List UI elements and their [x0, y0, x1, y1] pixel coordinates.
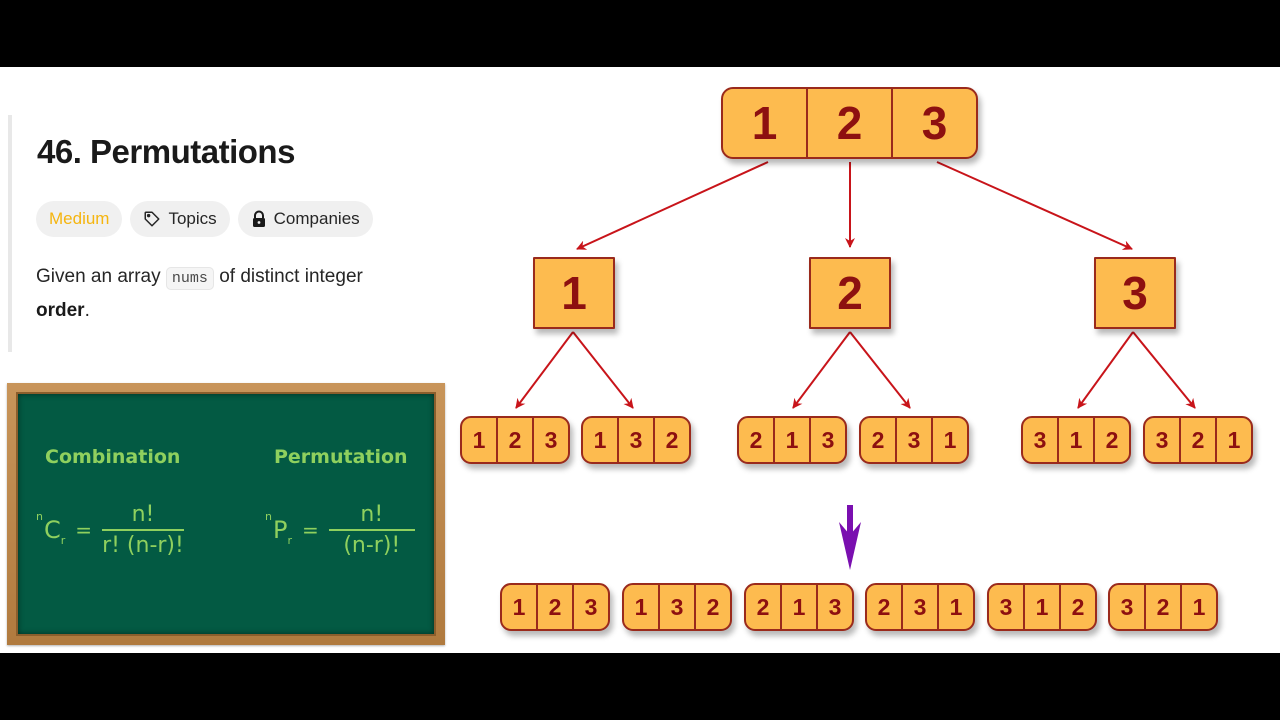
- topics-label: Topics: [168, 209, 217, 228]
- difficulty-badge[interactable]: Medium: [36, 201, 123, 237]
- cell: 2: [1144, 585, 1180, 629]
- level1-node: 2: [809, 257, 891, 329]
- problem-tags: Medium Topics Companies: [36, 201, 373, 237]
- fraction-bar: [102, 529, 184, 531]
- cell: 3: [1120, 593, 1134, 620]
- equals-sign: =: [75, 518, 93, 542]
- cell: 3: [901, 585, 937, 629]
- cell: 2: [1179, 418, 1215, 462]
- down-arrow-icon: [839, 505, 861, 570]
- cell: 3: [617, 418, 653, 462]
- cell: 2: [1093, 418, 1129, 462]
- level1-node: 3: [1094, 257, 1176, 329]
- problem-panel: 46. Permutations Medium Topics Companies…: [8, 115, 438, 352]
- cell: 3: [809, 418, 845, 462]
- cell: 1: [593, 426, 607, 453]
- companies-button[interactable]: Companies: [237, 201, 373, 237]
- cell: 2: [694, 585, 730, 629]
- code-nums: nums: [165, 267, 214, 290]
- cell: 3: [572, 585, 608, 629]
- cell: 1: [931, 418, 967, 462]
- companies-label: Companies: [273, 209, 360, 228]
- fraction-bar: [328, 529, 415, 531]
- root-array-node: 1 2 3: [721, 87, 978, 159]
- problem-title: 46. Permutations: [37, 133, 295, 170]
- cell: 1: [780, 585, 816, 629]
- cell: 2: [871, 426, 885, 453]
- cell: 3: [895, 418, 931, 462]
- difficulty-label: Medium: [49, 209, 110, 228]
- root-cell: 2: [806, 89, 891, 157]
- topics-button[interactable]: Topics: [130, 201, 230, 237]
- tag-icon: [143, 210, 161, 228]
- cell: 1: [1023, 585, 1059, 629]
- root-cell: 1: [751, 97, 778, 149]
- combination-heading: Combination: [45, 446, 181, 468]
- cell: 1: [937, 585, 973, 629]
- lock-icon: [251, 210, 267, 228]
- node-value: 3: [1122, 267, 1148, 319]
- description-text: Given an array: [36, 266, 166, 287]
- node-value: 2: [837, 267, 863, 319]
- cell: 3: [532, 418, 568, 462]
- permutation-heading: Permutation: [274, 446, 408, 468]
- cell: 3: [999, 593, 1013, 620]
- cell: 1: [1057, 418, 1093, 462]
- denominator: (n-r)!: [343, 533, 401, 558]
- cell: 2: [536, 585, 572, 629]
- tree-arrows: [515, 161, 1196, 570]
- cell: 3: [1033, 426, 1047, 453]
- cell: 3: [1155, 426, 1169, 453]
- problem-description: Given an array nums of distinct integer …: [36, 261, 438, 327]
- description-text: of distinct integer: [213, 266, 363, 287]
- video-frame: 46. Permutations Medium Topics Companies…: [0, 67, 1280, 653]
- cell: 2: [653, 418, 689, 462]
- description-text: .: [84, 300, 90, 321]
- root-cell: 3: [891, 89, 976, 157]
- equals-sign: =: [302, 518, 319, 542]
- combination-fraction: n! r! (n-r)!: [102, 502, 184, 558]
- denominator: r! (n-r)!: [102, 533, 184, 558]
- cell: 2: [496, 418, 532, 462]
- cell: 3: [816, 585, 852, 629]
- cell: 1: [1180, 585, 1216, 629]
- cell: 2: [756, 593, 770, 620]
- cell: 2: [1059, 585, 1095, 629]
- cell: 2: [749, 426, 763, 453]
- cell: 3: [658, 585, 694, 629]
- cell: 1: [1215, 418, 1251, 462]
- node-value: 1: [561, 267, 587, 319]
- numerator: n!: [360, 502, 384, 527]
- cell: 1: [472, 426, 486, 453]
- level1-node: 1: [533, 257, 615, 329]
- numerator: n!: [131, 502, 155, 527]
- description-bold: order: [36, 300, 85, 321]
- cell: 2: [877, 593, 891, 620]
- cell: 1: [512, 593, 526, 620]
- cell: 1: [634, 593, 648, 620]
- permutation-fraction: n! (n-r)!: [328, 502, 415, 558]
- cell: 1: [773, 418, 809, 462]
